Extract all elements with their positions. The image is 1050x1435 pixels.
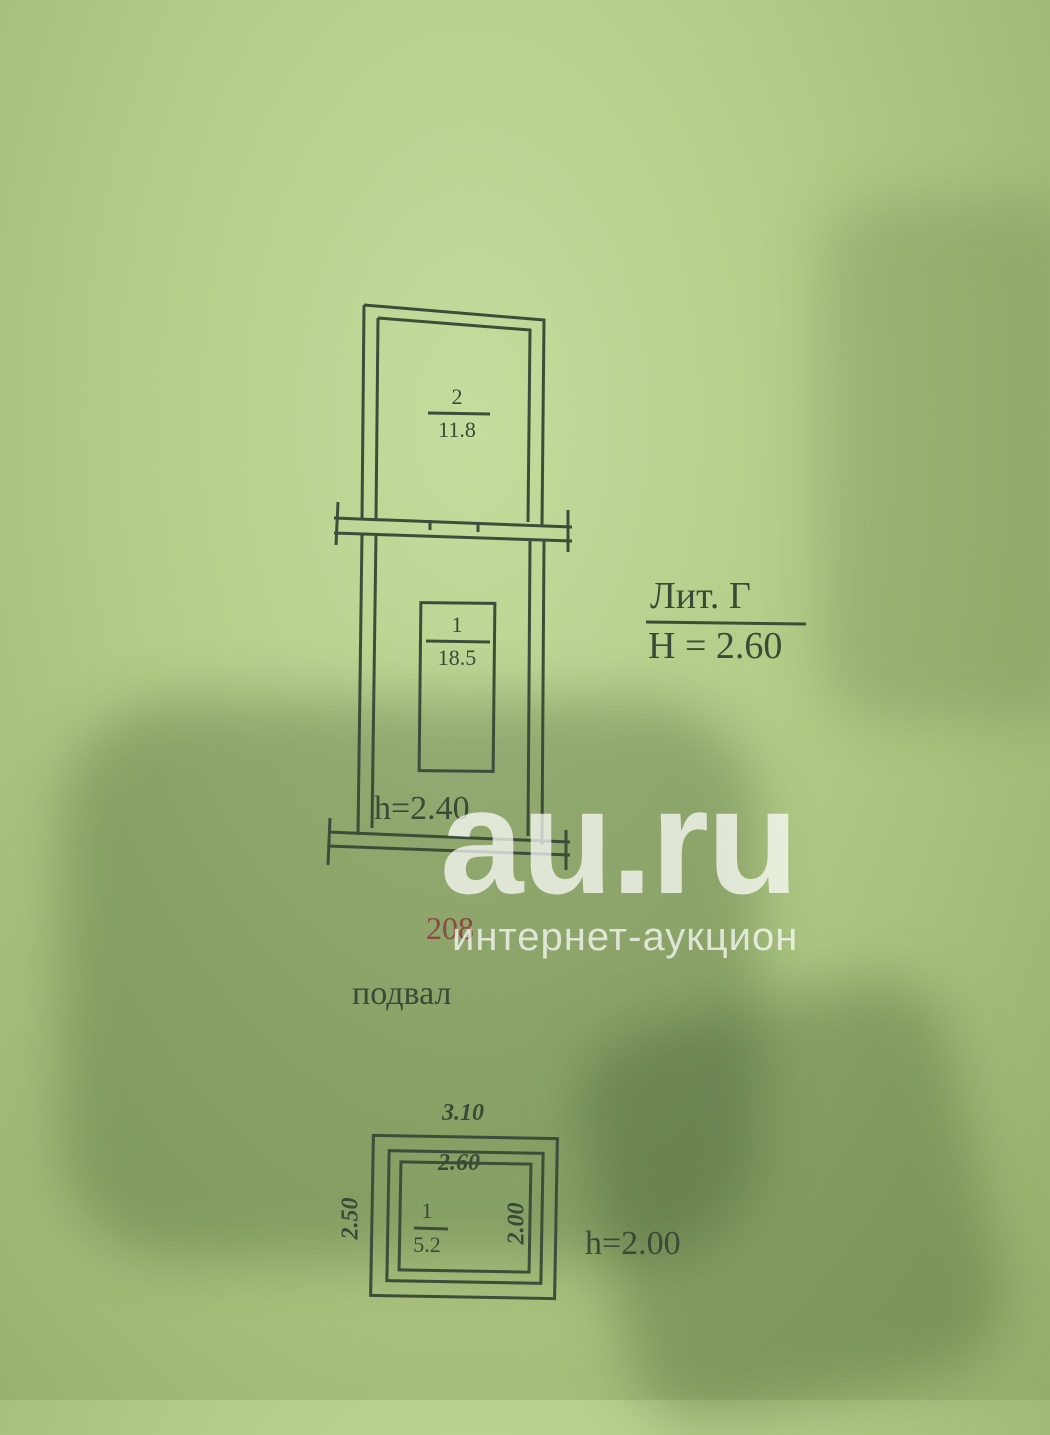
room2-number: 2	[451, 384, 463, 409]
lower-room-outer-wall	[356, 532, 546, 846]
lit-fraction-line	[645, 620, 807, 626]
hand-shadow-left	[60, 700, 760, 1260]
top-right-shade	[820, 200, 1050, 720]
basement-room-number: 1	[421, 1198, 433, 1223]
upper-room-outer-wall	[360, 303, 546, 526]
upper-room-inner-wall	[374, 316, 532, 523]
room1-area: 18.5	[437, 645, 477, 670]
au-ru-watermark-logo: au.ru	[440, 757, 799, 925]
basement-dim-top-outer: 3.10	[442, 1100, 484, 1126]
bottom-wall	[326, 817, 571, 870]
basement-dim-top-inner: 2.60	[438, 1150, 480, 1176]
room2-fraction-line	[427, 411, 491, 416]
basement-outer-wall	[369, 1133, 559, 1301]
basement-fraction-line	[413, 1226, 449, 1231]
basement-inner-wall	[385, 1149, 545, 1285]
lower-room-inner-wall	[370, 533, 532, 837]
door-marks	[428, 520, 480, 532]
basement-height-label: h=2.00	[585, 1225, 681, 1262]
lit-label: Лит. Г	[650, 575, 751, 617]
basement-dim-left: 2.50	[337, 1197, 364, 1240]
dividing-wall	[333, 501, 573, 552]
au-ru-watermark-subtitle: интернет-аукцион	[452, 915, 799, 959]
room2-area: 11.8	[438, 417, 476, 442]
basement-inner-wall-2	[397, 1160, 533, 1274]
basement-label: подвал	[352, 975, 452, 1012]
height-label: H = 2.60	[648, 625, 783, 667]
room1-fraction-line	[425, 639, 491, 644]
basement-dim-right: 2.00	[503, 1202, 530, 1245]
floor-plan-drawing	[326, 303, 807, 1301]
main-height-label: h=2.40	[374, 790, 470, 827]
basement-room-area: 5.2	[413, 1232, 441, 1257]
building-code: 208	[426, 910, 474, 946]
inspection-pit	[417, 601, 497, 773]
room1-number: 1	[451, 612, 463, 637]
